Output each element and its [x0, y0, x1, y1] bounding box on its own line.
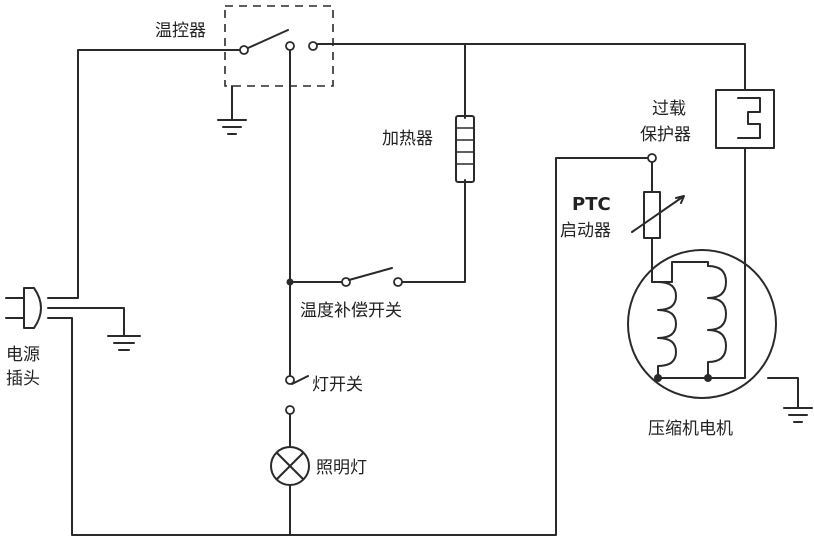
lamp-cross [276, 452, 304, 480]
comp-switch-blade [348, 267, 393, 281]
heater: 加热器 [382, 115, 475, 183]
compressor-motor-label: 压缩机电机 [648, 419, 733, 439]
motor-winding-left [657, 281, 677, 379]
lamp-switch-contact-bottom [285, 405, 295, 415]
motor-housing [627, 249, 777, 399]
compressor-motor: 压缩机电机 [627, 249, 813, 439]
plug-prongs [5, 297, 25, 319]
thermostat-blade [247, 29, 289, 49]
wire-supply-top [47, 49, 243, 299]
motor-node-left [654, 374, 662, 382]
wire-return-bottom [47, 157, 653, 536]
ptc-body [643, 191, 661, 239]
overload-box [715, 89, 775, 149]
ptc-variable-arrow [631, 195, 685, 233]
overload-label-line2: 保护器 [640, 125, 691, 145]
lamp-body [270, 446, 310, 486]
heater-body [455, 115, 475, 183]
motor-winding-right [707, 265, 727, 379]
thermostat-contact-right [308, 41, 318, 51]
wire-thermostat-out [314, 43, 746, 91]
motor-lead-top [671, 261, 709, 283]
motor-node-right [704, 374, 712, 382]
plug-ground-lead [47, 307, 125, 337]
plug-label-line2: 插头 [6, 369, 40, 389]
heater-coils [455, 127, 475, 165]
temp-comp-switch: 温度补偿开关 [286, 267, 403, 321]
heater-label: 加热器 [382, 129, 433, 149]
plug-body [23, 287, 42, 329]
overload-element [737, 97, 761, 139]
ground-symbol-plug [107, 335, 141, 351]
ground-symbol-motor [783, 407, 813, 423]
comp-switch-junction [286, 278, 294, 286]
thermostat-contact-left [239, 45, 249, 55]
comp-switch-contact-right [393, 277, 403, 287]
wiring [47, 43, 746, 536]
ptc-starter: PTC 启动器 [560, 153, 685, 241]
power-plug: 电源 插头 [5, 287, 141, 389]
overload-protector: 过载 保护器 [640, 89, 775, 149]
overload-label-line1: 过载 [652, 99, 686, 119]
ground-symbol-thermostat [217, 119, 247, 135]
lamp-label: 照明灯 [316, 458, 367, 478]
lamp-switch-contact-top [285, 375, 295, 385]
thermostat: 温控器 [155, 5, 334, 135]
lamp-switch: 灯开关 [285, 375, 363, 415]
temp-comp-switch-label: 温度补偿开关 [300, 301, 402, 321]
thermostat-contact-common [285, 41, 295, 51]
wire-heater-bottom [399, 179, 466, 283]
lamp-switch-label: 灯开关 [312, 375, 363, 395]
lamp-switch-blade [291, 375, 309, 385]
thermostat-label: 温控器 [155, 21, 206, 41]
ptc-label-line1: PTC [572, 194, 611, 215]
ptc-label-line2: 启动器 [560, 221, 611, 241]
lamp: 照明灯 [270, 446, 367, 486]
ptc-terminal [647, 153, 657, 163]
thermostat-enclosure [224, 5, 334, 87]
plug-label-line1: 电源 [6, 345, 40, 365]
motor-ground-lead [767, 377, 799, 409]
